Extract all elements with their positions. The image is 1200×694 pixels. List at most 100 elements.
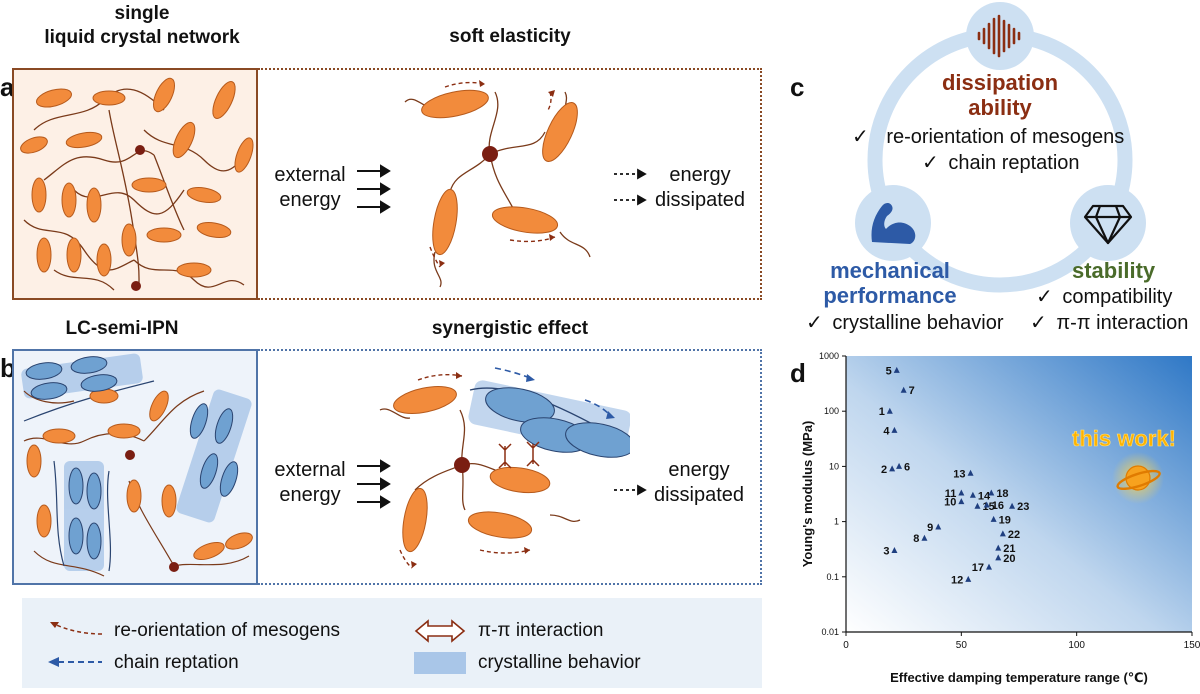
data-point-16 [983, 501, 990, 508]
panel-a-output-label: energy dissipated [645, 163, 755, 213]
sound-wave-icon [977, 14, 1021, 58]
data-point-23 [1009, 502, 1016, 509]
crystalline-swatch [414, 652, 466, 674]
data-label-8: 8 [913, 533, 919, 545]
panel-c-letter: c [790, 72, 805, 102]
dissipation-item-1: ✓ re-orientation of mesogens [852, 124, 1124, 149]
data-label-11: 11 [945, 488, 957, 500]
lc-semi-ipn-box [12, 349, 258, 585]
item-text: π-π interaction [1056, 312, 1189, 334]
data-point-7 [900, 386, 907, 393]
x-tick-label: 50 [956, 640, 968, 651]
flexed-arm-icon [871, 203, 916, 244]
soft-elasticity-illustration [404, 80, 591, 288]
points-layer: 1234567891011121314151617181920212223 [879, 365, 1030, 586]
data-label-3: 3 [883, 545, 889, 557]
legend-reorientation: re-orientation of mesogens [114, 620, 341, 641]
data-label-6: 6 [904, 461, 910, 473]
dissipation-item-2: ✓ chain reptation [922, 150, 1080, 175]
data-point-9 [935, 523, 942, 530]
data-label-22: 22 [1008, 529, 1020, 541]
check-icon: ✓ [1036, 286, 1053, 308]
data-point-10 [958, 498, 965, 505]
data-label-13: 13 [953, 468, 965, 480]
data-point-22 [999, 530, 1006, 537]
output-arrow-b [614, 484, 647, 496]
data-label-20: 20 [1003, 553, 1015, 565]
panel-d-letter: d [790, 358, 806, 388]
stability-item-2: ✓ π-π interaction [1030, 310, 1188, 335]
synergistic-effect-illustration [379, 367, 630, 569]
lc-semi-ipn-illustration [21, 353, 253, 577]
data-point-15 [974, 502, 981, 509]
output-arrows-a [614, 168, 647, 206]
item-text: compatibility [1062, 286, 1173, 308]
data-label-9: 9 [927, 522, 933, 534]
y-tick-label: 10 [829, 461, 839, 471]
stability-item-1: ✓ compatibility [1036, 284, 1172, 309]
data-point-5 [893, 366, 900, 373]
planet-icon [1112, 452, 1164, 504]
data-label-1: 1 [879, 406, 885, 418]
mechanical-item-1: ✓ crystalline behavior [806, 310, 1004, 335]
data-point-2 [889, 465, 896, 472]
legend: re-orientation of mesogens chain reptati… [22, 598, 762, 688]
data-point-6 [896, 462, 903, 469]
data-label-2: 2 [881, 464, 887, 476]
item-text: chain reptation [948, 152, 1080, 174]
data-point-20 [995, 554, 1002, 561]
output-line: dissipated [654, 189, 746, 211]
data-label-19: 19 [999, 514, 1011, 526]
check-icon: ✓ [922, 152, 939, 174]
title-line: performance [823, 283, 957, 308]
reorientation-arrow-icon [50, 622, 103, 635]
reptation-arrow-icon [48, 657, 102, 667]
dissipation-title: dissipation ability [920, 70, 1080, 120]
data-point-21 [995, 544, 1002, 551]
y-axis-label: Young's modulus (MPa) [800, 421, 815, 568]
title-line: dissipation [941, 70, 1059, 95]
title-line: mechanical [830, 258, 950, 283]
x-tick-label: 0 [843, 640, 849, 651]
legend-crystalline: crystalline behavior [478, 652, 641, 673]
panel-b-right-title: synergistic effect [431, 318, 589, 339]
check-icon: ✓ [1030, 312, 1047, 334]
panel-a-letter: a [0, 72, 15, 102]
output-line: energy [669, 164, 731, 186]
input-line: energy [279, 189, 341, 211]
output-line: dissipated [653, 484, 745, 506]
data-label-10: 10 [944, 497, 956, 509]
single-lcn-illustration [20, 77, 254, 291]
data-point-3 [891, 546, 898, 553]
soft-elasticity-box [258, 68, 762, 300]
item-text: re-orientation of mesogens [886, 126, 1125, 148]
item-text: crystalline behavior [832, 312, 1004, 334]
data-point-18 [988, 489, 995, 496]
legend-reptation: chain reptation [114, 652, 239, 673]
data-label-18: 18 [996, 488, 1008, 500]
input-line: external [274, 459, 346, 481]
panel-a-left-title: single liquid crystal network [12, 2, 272, 50]
stability-icon-bg [1070, 185, 1146, 261]
input-arrows-b [357, 459, 391, 509]
synergistic-effect-box [258, 349, 762, 585]
data-point-1 [886, 407, 893, 414]
data-point-19 [990, 515, 997, 522]
panel-a-input-label: external energy [265, 163, 355, 213]
panel-b-left-title: LC-semi-IPN [65, 318, 179, 339]
this-work-label: this work! [1072, 426, 1176, 451]
data-label-16: 16 [992, 500, 1004, 512]
y-tick-label: 1 [834, 517, 839, 527]
data-label-4: 4 [883, 425, 890, 437]
data-point-8 [921, 534, 928, 541]
y-tick-label: 0.1 [826, 572, 839, 582]
output-line: energy [668, 459, 730, 481]
mechanical-title: mechanical performance [805, 258, 975, 308]
data-label-23: 23 [1017, 501, 1029, 513]
panel-b-letter: b [0, 353, 16, 383]
axes [842, 355, 1193, 636]
pi-pi-arrow-icon [414, 619, 466, 643]
data-label-21: 21 [1003, 543, 1015, 555]
x-axis-label: Effective damping temperature range (℃) [890, 670, 1148, 685]
